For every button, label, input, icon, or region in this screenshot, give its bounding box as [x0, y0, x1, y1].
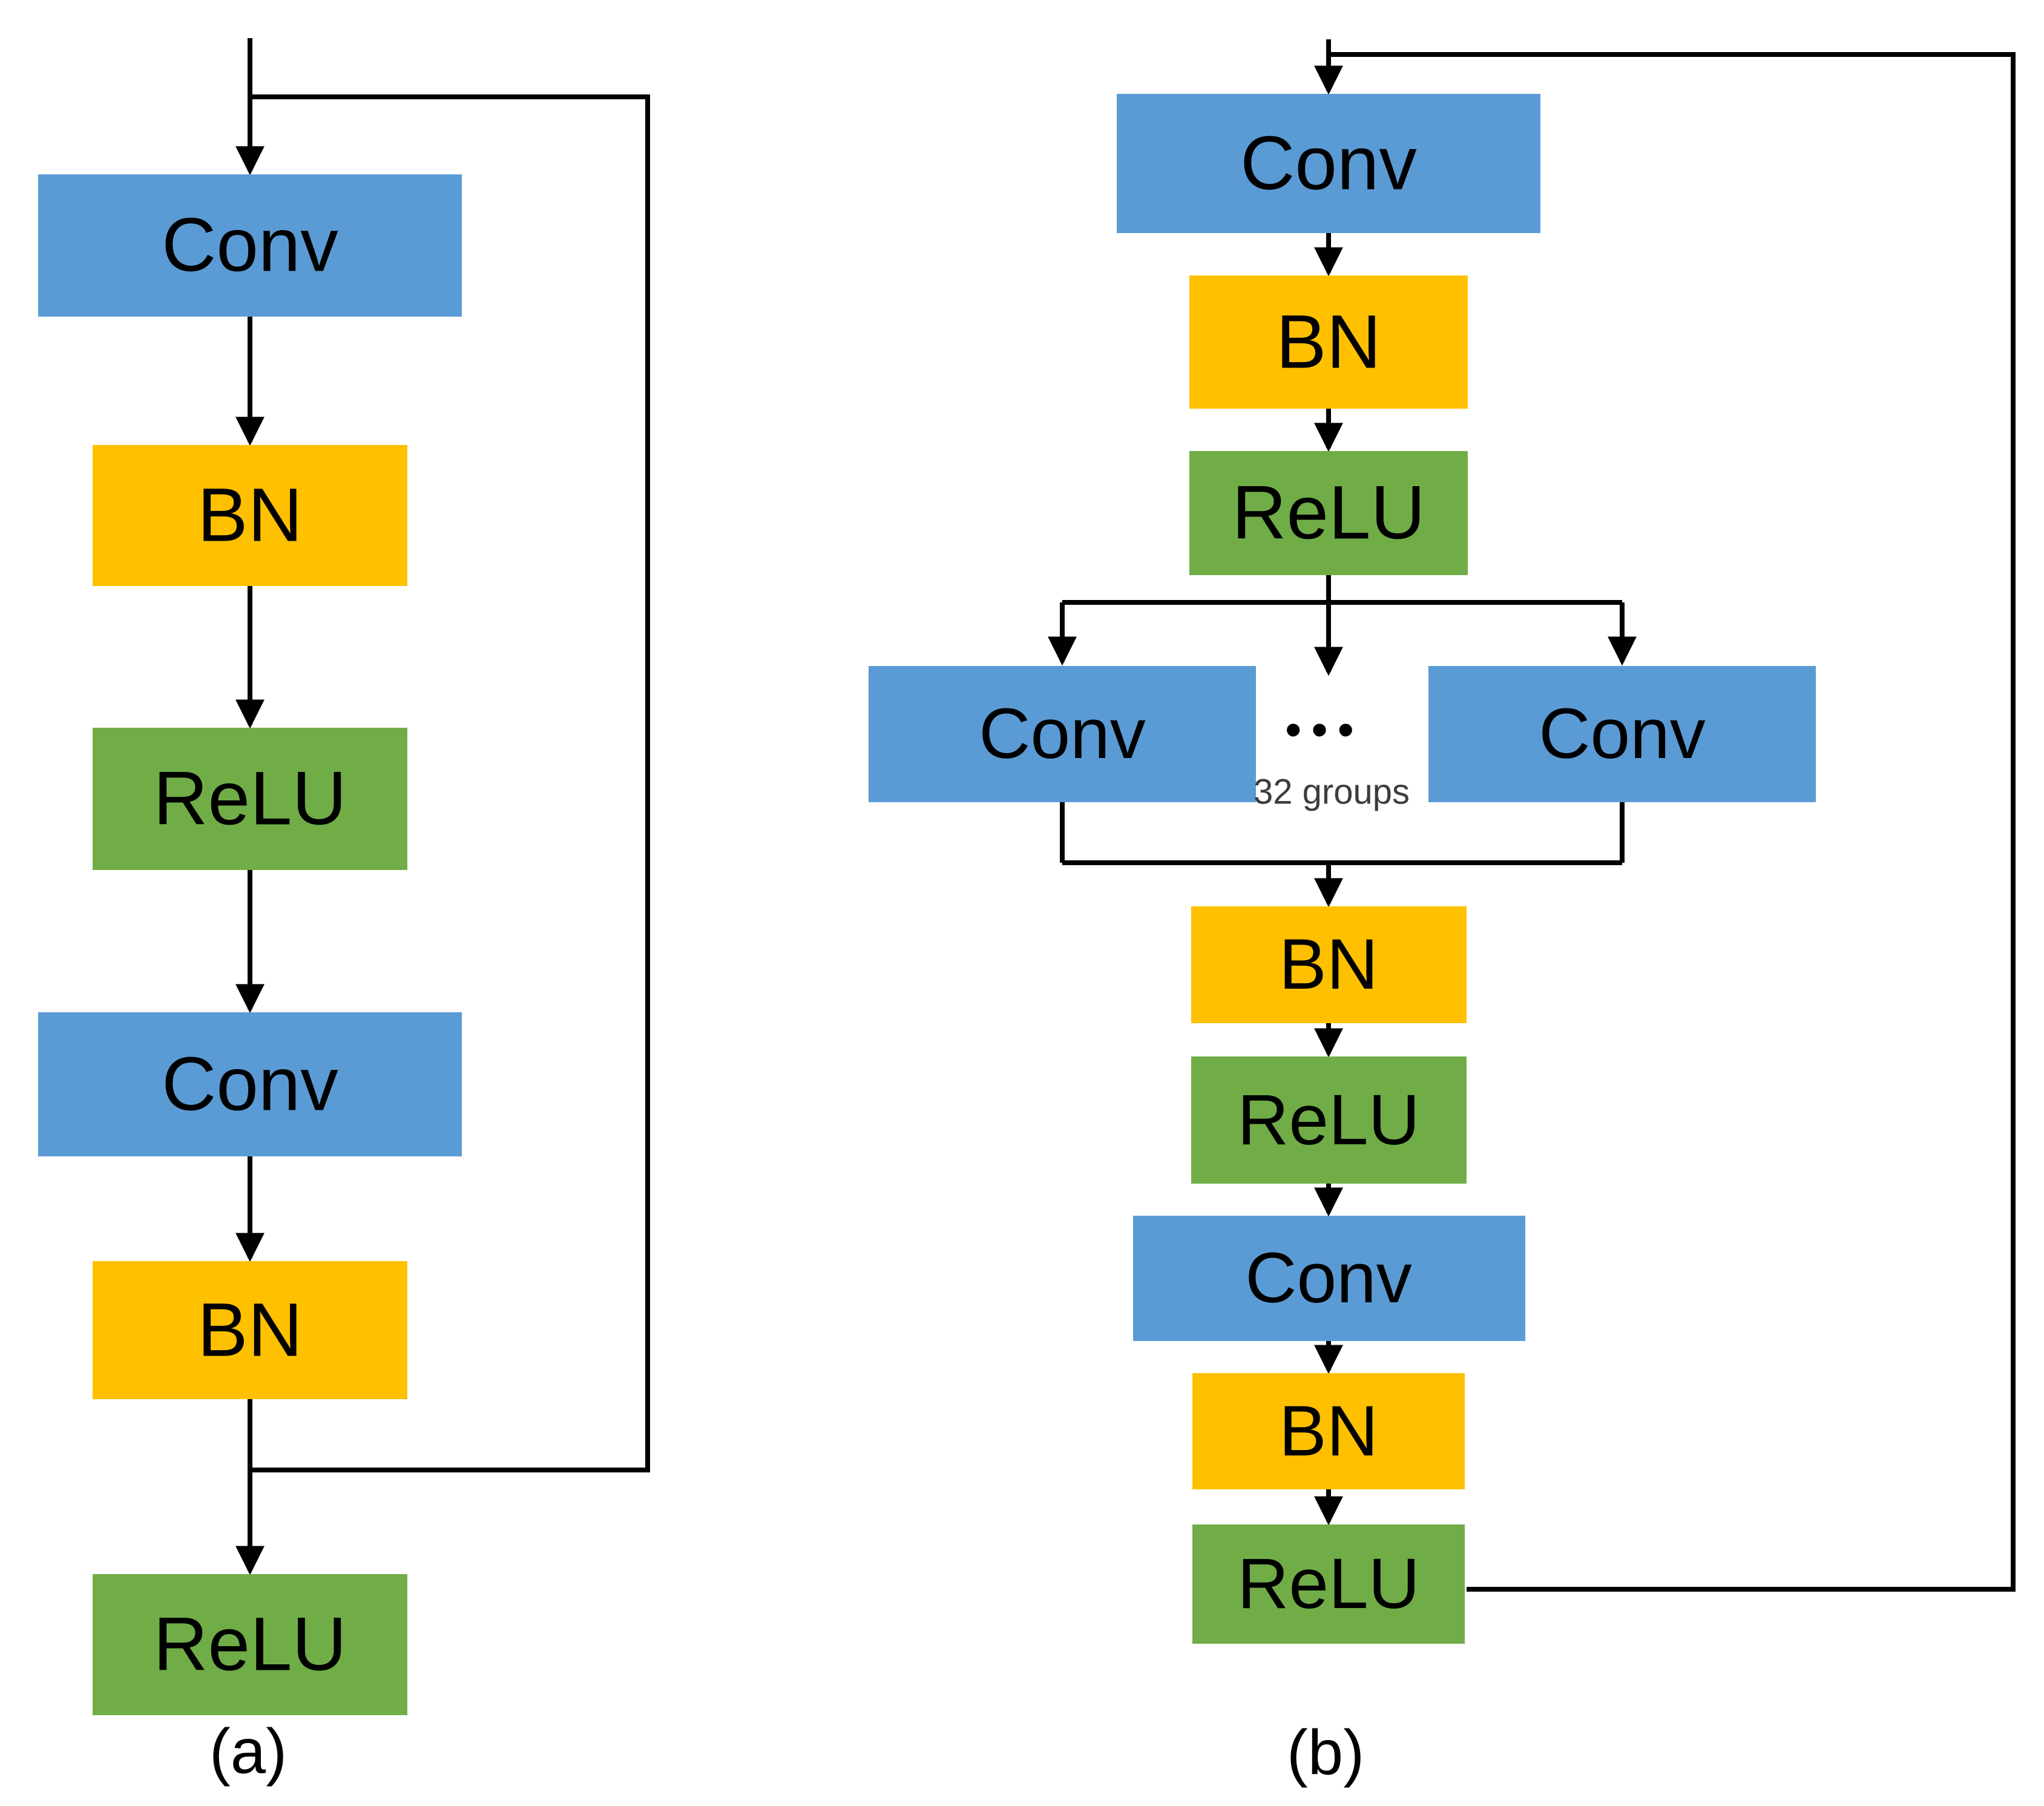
- bn-block-a2-label: BN: [197, 1288, 303, 1373]
- conv-block-a2-label: Conv: [162, 1043, 338, 1127]
- conv-block-a2: [38, 1012, 462, 1156]
- bn-block-b3-label: BN: [1279, 1391, 1378, 1471]
- relu-block-b2: [1191, 1056, 1467, 1184]
- bn-block-b1-label: BN: [1276, 300, 1381, 384]
- relu-block-b2-label: ReLU: [1237, 1080, 1420, 1160]
- panel-b: Conv BN ReLU Conv Conv ••• 32 groups BN: [869, 39, 2016, 1788]
- conv-block-a1-label: Conv: [162, 203, 338, 288]
- bn-block-b2-label: BN: [1279, 924, 1378, 1004]
- group-conv-block-left: [869, 666, 1256, 802]
- bn-block-a1-label: BN: [197, 473, 303, 558]
- bn-block-b1: [1189, 275, 1468, 409]
- bn-block-a1: [93, 445, 407, 586]
- relu-block-a2: [93, 1574, 407, 1715]
- relu-block-a1: [93, 728, 407, 870]
- relu-block-b3: [1192, 1524, 1465, 1644]
- relu-block-b3-label: ReLU: [1237, 1544, 1420, 1624]
- ellipsis-dots: •••: [1285, 703, 1364, 756]
- group-count-caption: 32 groups: [1254, 773, 1410, 812]
- group-conv-block-right: [1428, 666, 1816, 802]
- relu-block-a1-label: ReLU: [153, 757, 347, 841]
- bn-block-a2: [93, 1261, 407, 1399]
- panel-a-caption: (a): [209, 1716, 287, 1787]
- conv-block-b1: [1117, 94, 1540, 233]
- relu-block-b1-label: ReLU: [1232, 471, 1425, 555]
- bn-block-b3: [1192, 1373, 1465, 1489]
- conv-block-a1: [38, 174, 462, 317]
- conv-block-b1-label: Conv: [1240, 122, 1417, 206]
- group-conv-left-label: Conv: [979, 694, 1145, 774]
- conv-block-b2: [1133, 1216, 1525, 1341]
- panel-b-caption: (b): [1287, 1718, 1364, 1788]
- relu-block-b1: [1189, 451, 1468, 575]
- bn-block-b2: [1191, 906, 1467, 1023]
- skip-connection-b: [1329, 52, 2016, 1592]
- skip-connection-a: [250, 94, 650, 1472]
- panel-a: Conv BN ReLU Conv BN ReLU (a): [38, 38, 650, 1787]
- group-conv-right-label: Conv: [1539, 694, 1705, 774]
- relu-block-a2-label: ReLU: [153, 1603, 347, 1687]
- conv-block-b2-label: Conv: [1245, 1238, 1411, 1318]
